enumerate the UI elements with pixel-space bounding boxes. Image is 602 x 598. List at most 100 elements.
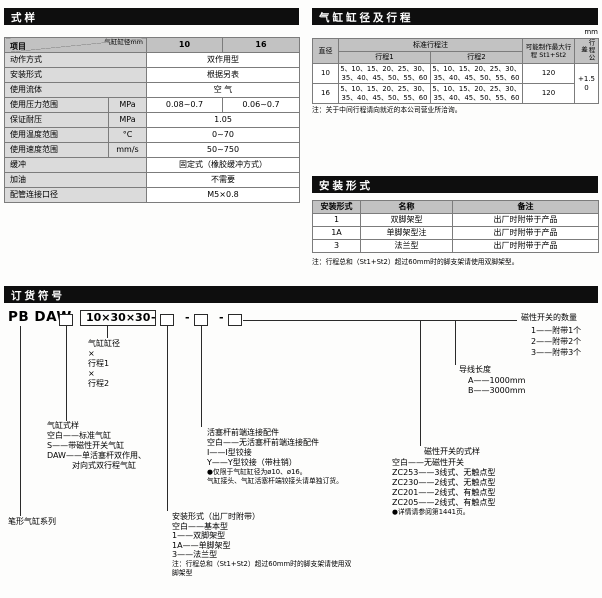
legend-item: 空白——基本型 bbox=[172, 521, 228, 531]
stroke-values-line: 5、10、15、20、25、30、 bbox=[432, 84, 521, 93]
code-dash: - bbox=[151, 311, 156, 324]
stroke1-values: 5、10、15、20、25、30、35、40、45、50、55、60 bbox=[338, 83, 431, 104]
spec-row-unit: mm/s bbox=[108, 142, 147, 158]
stroke-note: 注：关于中间行程请向就近的本公司营业所洽询。 bbox=[312, 106, 462, 114]
stroke-header-row: 直径 标准行程注 可能制作最大行程 St1+St2 行程公差 bbox=[312, 38, 599, 64]
mount-connector-line bbox=[167, 326, 168, 511]
stroke-max-value: 120 bbox=[522, 83, 575, 104]
stroke-subheader-row: 行程1 行程2 bbox=[313, 51, 599, 64]
mount-code-box bbox=[160, 314, 174, 326]
spec-row-label: 使用压力范围 bbox=[4, 97, 109, 113]
spec-header-col-10: 10 bbox=[146, 37, 223, 53]
mounting-header-name: 名称 bbox=[360, 200, 453, 214]
mounting-name: 单脚架型注 bbox=[360, 226, 453, 240]
spec-row-unit: MPa bbox=[108, 112, 147, 128]
legend-item: 空白——无活塞杆前端连接配件 bbox=[207, 438, 319, 447]
code-dash: - bbox=[219, 311, 224, 324]
stroke-header-diameter: 直径 bbox=[312, 38, 339, 64]
ordering-diagram: PB DAW 10×30×30 - - - 笔形气缸系列 气缸式样 空白——标准… bbox=[0, 308, 602, 598]
switch-qty-legend-title: 磁性开关的数量 bbox=[521, 313, 577, 322]
spec-row-label: 使用温度范围 bbox=[4, 127, 109, 143]
switch-style-legend: 空白——无磁性开关 ZC253——3线式、无触点型 ZC230——2线式、无触点… bbox=[392, 458, 495, 517]
ordering-code-prefix: PB DAW bbox=[8, 309, 72, 325]
spec-cell-value: 空 气 bbox=[146, 82, 300, 98]
legend-item: 1A——单脚架型 bbox=[172, 540, 231, 550]
mounting-type: 3 bbox=[312, 239, 361, 253]
table-row: 安装形式根据另表 bbox=[4, 67, 300, 83]
stroke1-values: 5、10、15、20、25、30、35、40、45、50、55、60 bbox=[338, 63, 431, 84]
style-code-box bbox=[59, 314, 73, 326]
legend-item: S——带磁性开关气缸 bbox=[47, 441, 125, 450]
stroke-header-stroke1: 行程1 bbox=[338, 51, 431, 64]
spec-cell-value: 双作用型 bbox=[146, 52, 300, 68]
spec-cell-value: 1.05 bbox=[146, 112, 300, 128]
spec-row-label: 配管连接口径 bbox=[4, 187, 147, 203]
switch-qty-legend: 1——附带1个 2——附带2个 3——附带3个 bbox=[531, 325, 581, 358]
spec-row-label: 使用速度范围 bbox=[4, 142, 109, 158]
series-connector-line bbox=[20, 326, 21, 516]
mounting-header-type: 安装形式 bbox=[312, 200, 361, 214]
legend-item: 空白——无磁性开关 bbox=[392, 458, 464, 467]
legend-note: 气缸接头、气缸活塞杆端铰接头请单独订货。 bbox=[207, 477, 343, 485]
lead-length-legend: A——1000mm B——3000mm bbox=[468, 376, 525, 396]
legend-item: A——1000mm bbox=[468, 376, 526, 385]
legend-item: Y——Y型铰接（带柱销） bbox=[207, 458, 297, 467]
legend-item: ZC253——3线式、无触点型 bbox=[392, 468, 496, 477]
stroke-values-line: 5、10、15、20、25、30、 bbox=[432, 64, 521, 73]
stroke-section-header: 气缸缸径及行程 bbox=[312, 8, 598, 25]
legend-item: 行程1 bbox=[88, 359, 110, 368]
stroke2-values: 5、10、15、20、25、30、35、40、45、50、55、60 bbox=[430, 83, 523, 104]
unit-label: mm bbox=[584, 28, 598, 36]
legend-item: 1——附带1个 bbox=[531, 326, 582, 335]
switch-code-box bbox=[228, 314, 242, 326]
legend-note: ●详情请参阅第1441页。 bbox=[392, 508, 470, 516]
spec-row-label: 使用流体 bbox=[4, 82, 147, 98]
legend-note: 脚架型 bbox=[172, 568, 193, 577]
table-row: 使用流体空 气 bbox=[4, 82, 300, 98]
mounting-remark: 出厂时附带于产品 bbox=[452, 239, 599, 253]
size-code: 10×30×30 bbox=[80, 310, 157, 326]
legend-item: 对向式双行程气缸 bbox=[72, 461, 136, 470]
stroke-table: 直径 标准行程注 可能制作最大行程 St1+St2 行程公差 行程1 行程2 1… bbox=[312, 38, 599, 104]
stroke-values-line: 5、10、15、20、25、30、 bbox=[340, 84, 429, 93]
stroke-header-stroke2: 行程2 bbox=[430, 51, 523, 64]
mounting-type: 1 bbox=[312, 213, 361, 227]
legend-item: ZC230——2线式、无触点型 bbox=[392, 478, 496, 487]
spec-cell-value: 不需要 bbox=[146, 172, 300, 188]
legend-item: 行程2 bbox=[88, 379, 110, 388]
legend-note: 注：行程总和（St1+St2）超过60mm时的脚支架请使用双 bbox=[172, 559, 352, 568]
mounting-section-header: 安装形式 bbox=[312, 176, 598, 193]
bore-connector-line bbox=[107, 326, 108, 338]
legend-item: 2——附带2个 bbox=[531, 337, 582, 346]
spec-cell-value: 根据另表 bbox=[146, 67, 300, 83]
stroke2-values: 5、10、15、20、25、30、35、40、45、50、55、60 bbox=[430, 63, 523, 84]
rod-end-legend-title: 活塞杆前端连接配件 bbox=[207, 428, 279, 437]
legend-item: I——I型铰接 bbox=[207, 448, 252, 457]
spec-header-row: 气缸缸径mm 项目 10 16 bbox=[4, 37, 300, 53]
stroke-values-line: 5、10、15、20、25、30、 bbox=[340, 64, 429, 73]
spec-header-corner: 气缸缸径mm 项目 bbox=[4, 37, 147, 53]
switch-style-legend-title: 磁性开关的式样 bbox=[424, 447, 480, 456]
legend-item: 3——附带3个 bbox=[531, 348, 582, 357]
table-row: 动作方式双作用型 bbox=[4, 52, 300, 68]
stroke-values-line: 35、40、45、50、55、60 bbox=[341, 73, 428, 82]
stroke-diameter-value: 16 bbox=[312, 83, 339, 104]
mounting-name: 双脚架型 bbox=[360, 213, 453, 227]
stroke-values-line: 35、40、45、50、55、60 bbox=[433, 73, 520, 82]
stroke-header-tolerance-text: 行程公差 bbox=[579, 38, 595, 62]
spec-header-col-16: 16 bbox=[222, 37, 300, 53]
ordering-section-header: 订货符号 bbox=[4, 286, 598, 303]
style-legend: 气缸式样 空白——标准气缸 S——带磁性开关气缸 DAW——单活塞杆双作用、 对… bbox=[47, 421, 146, 471]
switch-trunk-line bbox=[243, 320, 517, 321]
series-label: 笔形气缸系列 bbox=[8, 517, 56, 526]
code-dash: - bbox=[185, 311, 190, 324]
mounting-type: 1A bbox=[312, 226, 361, 240]
